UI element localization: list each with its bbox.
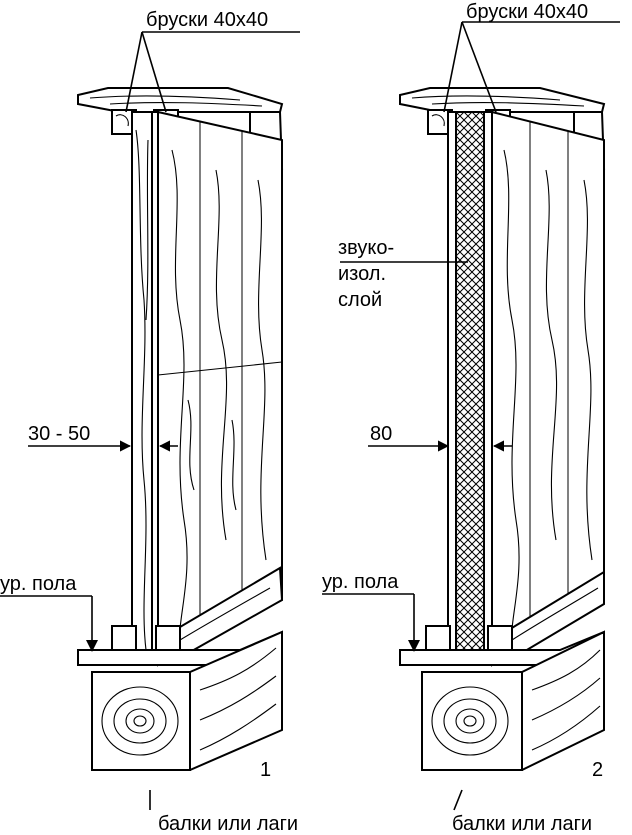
- gap-label: 80: [370, 423, 392, 445]
- bars-callout: бруски 40х40: [443, 1, 620, 113]
- gap-dimension: 30 - 50: [28, 423, 178, 452]
- beams-callout: балки или лаги: [452, 789, 592, 835]
- front-panel: [131, 111, 153, 666]
- bars-callout: бруски 40х40: [125, 9, 300, 113]
- figure-number: 2: [592, 759, 603, 781]
- beam: [91, 630, 283, 771]
- floor-level-callout: ур. пола: [322, 571, 420, 652]
- bars-label: бруски 40х40: [466, 1, 588, 23]
- insulation-label-line-3: слой: [338, 289, 382, 311]
- insulation-label-line-2: изол.: [338, 263, 386, 285]
- figure-1: бруски 40х40 30 - 50 ур. пола балки или …: [0, 9, 300, 835]
- insulation-layer: [447, 111, 493, 666]
- figure-number: 1: [260, 759, 271, 781]
- bars-label: бруски 40х40: [146, 9, 268, 31]
- insulation-callout: звуко- изол. слой: [338, 237, 468, 311]
- floor-level-callout: ур. пола: [0, 573, 98, 652]
- floor-level-label: ур. пола: [322, 571, 399, 593]
- beams-label: балки или лаги: [158, 813, 298, 835]
- figure-2: бруски 40х40 звуко- изол. слой 80 ур. по…: [322, 1, 620, 835]
- floor-level-label: ур. пола: [0, 573, 77, 595]
- gap-dimension: 80: [368, 423, 512, 452]
- gap-label: 30 - 50: [28, 423, 90, 445]
- insulation-label-line-1: звуко-: [338, 237, 394, 259]
- beams-label: балки или лаги: [452, 813, 592, 835]
- beams-callout: балки или лаги: [149, 790, 298, 835]
- back-panel: [491, 110, 605, 667]
- beam: [421, 630, 605, 771]
